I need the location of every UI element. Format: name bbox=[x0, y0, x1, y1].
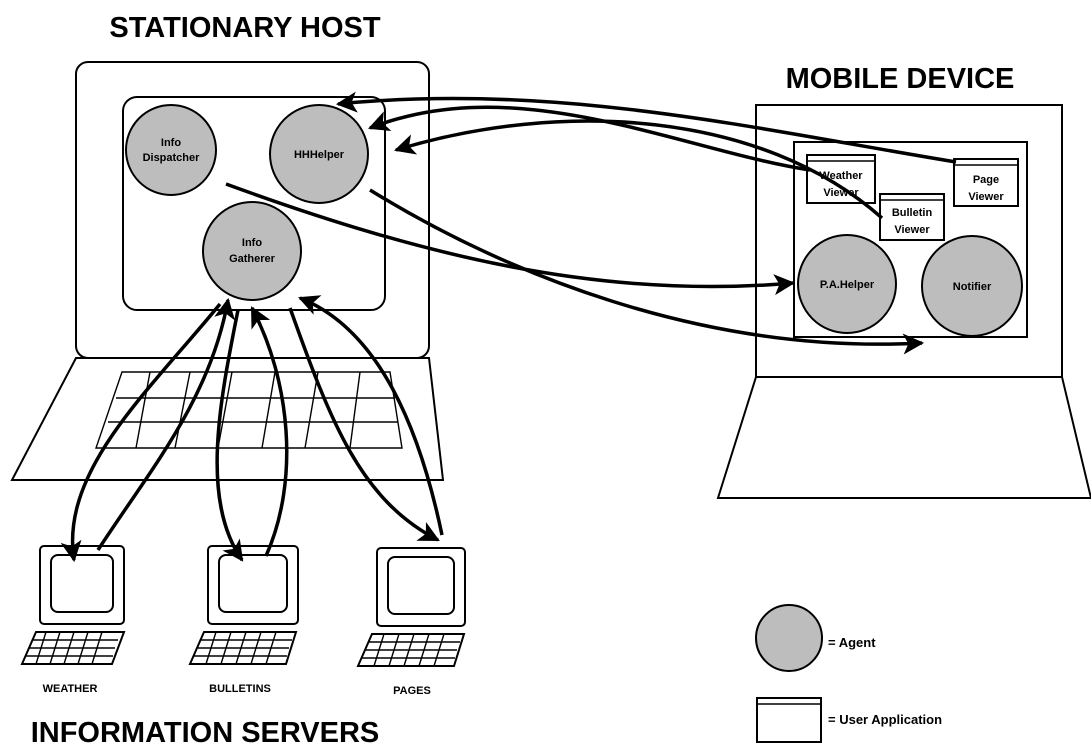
info-gatherer-agent: Info Gatherer bbox=[202, 201, 302, 301]
pages-server-label: PAGES bbox=[393, 685, 431, 697]
page-viewer-label-1: Page bbox=[973, 174, 999, 186]
bulletins-server-label: BULLETINS bbox=[209, 683, 271, 695]
flow-hhhelper-to-notifier bbox=[369, 188, 925, 355]
page-viewer-app: Page Viewer bbox=[953, 158, 1019, 207]
stationary-host-keyboard bbox=[10, 357, 445, 481]
notifier-label: Notifier bbox=[953, 281, 992, 293]
legend: = Agent = User Application bbox=[755, 604, 942, 743]
notifier-agent: Notifier bbox=[921, 235, 1023, 337]
flow-gatherer-to-pages bbox=[288, 307, 440, 542]
flow-gatherer-to-bulletins bbox=[215, 309, 244, 562]
gatherer-server-flows bbox=[60, 295, 444, 563]
mobile-device-title: MOBILE DEVICE bbox=[786, 63, 1015, 95]
bulletin-viewer-app: Bulletin Viewer bbox=[879, 193, 945, 241]
hhhelper-label: HHHelper bbox=[294, 149, 345, 161]
pahelper-agent: P.A.Helper bbox=[797, 234, 897, 334]
info-dispatcher-label-1: Info bbox=[161, 137, 181, 149]
legend-app-label: = User Application bbox=[828, 712, 942, 727]
info-dispatcher-label-2: Dispatcher bbox=[143, 152, 201, 164]
flow-dispatcher-to-pahelper bbox=[225, 182, 796, 296]
mobile-device-base bbox=[716, 376, 1091, 499]
weather-viewer-label-2: Viewer bbox=[823, 187, 859, 199]
host-mobile-flows bbox=[225, 91, 957, 355]
weather-server: WEATHER bbox=[20, 545, 126, 695]
weather-server-label: WEATHER bbox=[43, 683, 98, 695]
stationary-host-title: STATIONARY HOST bbox=[109, 12, 380, 44]
weather-viewer-app: Weather Viewer bbox=[806, 154, 876, 204]
flow-page-viewer-to-hhhelper bbox=[335, 91, 957, 164]
pahelper-label: P.A.Helper bbox=[820, 279, 875, 291]
flow-gatherer-to-weather bbox=[60, 302, 222, 563]
pages-server: PAGES bbox=[356, 547, 466, 697]
bulletin-viewer-label-2: Viewer bbox=[894, 224, 930, 236]
flow-bulletins-to-gatherer bbox=[250, 306, 289, 557]
legend-app-swatch bbox=[756, 697, 822, 743]
info-dispatcher-agent: Info Dispatcher bbox=[125, 104, 217, 196]
hhhelper-agent: HHHelper bbox=[269, 104, 369, 204]
flow-weather-to-gatherer bbox=[96, 297, 235, 551]
bulletin-viewer-label-1: Bulletin bbox=[892, 207, 933, 219]
flow-bulletin-viewer-to-hhhelper bbox=[393, 119, 884, 220]
information-servers-title: INFORMATION SERVERS bbox=[31, 717, 380, 748]
info-gatherer-label-1: Info bbox=[242, 237, 262, 249]
stationary-host bbox=[10, 61, 445, 481]
flow-pages-to-gatherer bbox=[298, 295, 444, 536]
page-viewer-label-2: Viewer bbox=[968, 191, 1004, 203]
legend-agent-label: = Agent bbox=[828, 635, 876, 650]
legend-agent-swatch bbox=[755, 604, 823, 672]
bulletins-server: BULLETINS bbox=[188, 545, 299, 695]
info-gatherer-label-2: Gatherer bbox=[229, 253, 276, 265]
